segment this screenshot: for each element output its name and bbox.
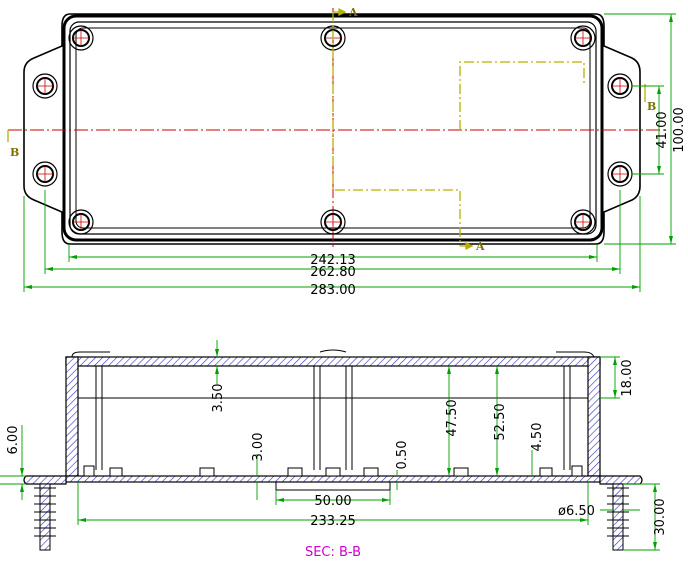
right-screw <box>607 483 629 551</box>
dim-gap: 0.50 <box>395 441 410 470</box>
dim-inner-length: 242.13 <box>310 253 356 268</box>
dim-screw-diameter: ø6.50 <box>558 504 595 519</box>
dim-hole-pitch: 41.00 <box>655 111 670 148</box>
dim-hole-span: 262.80 <box>310 265 356 280</box>
left-side-wall <box>65 356 79 477</box>
section-marker-b-right: B <box>647 100 656 113</box>
right-flange <box>599 475 643 485</box>
dim-post-a: 47.50 <box>445 399 460 436</box>
dim-overall-length: 283.00 <box>310 283 356 298</box>
section-marker-a-bottom: A <box>475 240 485 253</box>
section-view: 3.50 18.00 6.00 3.00 0.50 47.50 52.50 4.… <box>0 340 668 560</box>
dim-center-width: 50.00 <box>314 494 351 509</box>
left-flange <box>23 475 67 485</box>
lid-top-wall <box>65 356 601 367</box>
base-bosses <box>83 465 583 477</box>
enclosure-outline <box>23 13 641 245</box>
dim-boss: 3.00 <box>251 433 266 462</box>
top-view: A A B B 242.13 262.80 283.00 41.00 100.0… <box>7 6 687 298</box>
dim-post-b: 52.50 <box>493 403 508 440</box>
left-screw <box>34 483 56 551</box>
dim-height: 18.00 <box>620 359 635 396</box>
dim-overall-width: 100.00 <box>672 107 687 153</box>
section-marker-a-top: A <box>348 6 358 19</box>
dim-rib: 4.50 <box>530 423 545 452</box>
dim-wall-top: 3.50 <box>211 384 226 413</box>
section-line-a-a <box>332 12 585 246</box>
top-view-dimensions <box>23 13 676 292</box>
section-dimensions <box>0 340 660 551</box>
dim-screw-length: 30.00 <box>653 498 668 535</box>
dim-flange: 6.00 <box>6 426 21 455</box>
section-marker-b-left: B <box>10 146 19 159</box>
base-plate <box>65 475 601 483</box>
section-title: SEC: B-B <box>305 545 361 560</box>
dim-inner-width: 233.25 <box>310 514 356 529</box>
right-side-wall <box>587 356 601 477</box>
